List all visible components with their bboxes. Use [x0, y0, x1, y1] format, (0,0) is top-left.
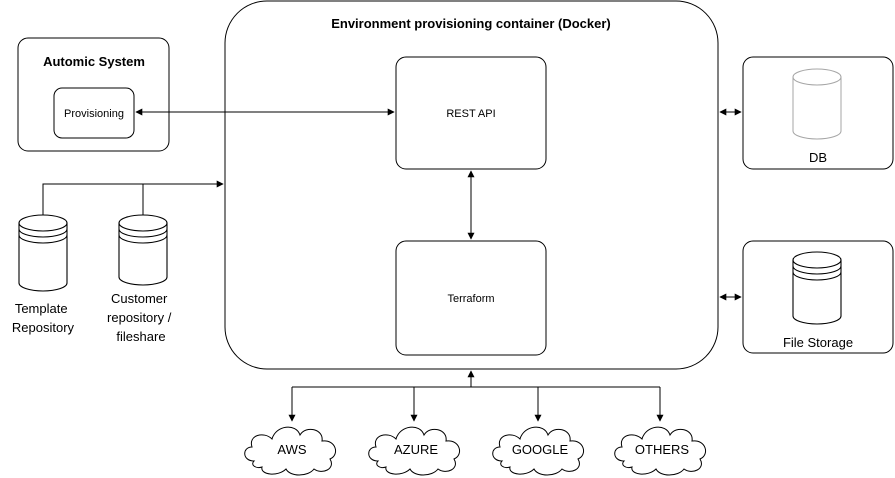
db-cylinder-icon [792, 68, 842, 140]
automic-system-title: Automic System [43, 54, 145, 69]
rest-api-label: REST API [446, 108, 495, 120]
others-label: OTHERS [635, 442, 690, 457]
terraform-label: Terraform [447, 293, 494, 305]
rest-api-box [395, 56, 547, 170]
template-repository-cylinder-icon [18, 214, 68, 292]
provisioning-label: Provisioning [64, 108, 124, 120]
db-label: DB [809, 150, 827, 165]
template-repo-connector [42, 180, 224, 215]
file-storage-label: File Storage [783, 335, 853, 350]
template-repository-line-2: Repository [12, 320, 75, 335]
provisioning-box [53, 87, 135, 139]
file-storage-cylinder-icon [792, 251, 842, 325]
customer-repository-cylinder-icon [118, 214, 168, 286]
template-repository-label: Template Repository [12, 301, 75, 335]
azure-label: AZURE [394, 442, 438, 457]
template-repository-line-1: Template [15, 301, 68, 316]
google-label: GOOGLE [512, 442, 569, 457]
others-cloud-icon [614, 426, 707, 476]
customer-repository-label: Customer repository / fileshare [107, 291, 175, 344]
container-title: Environment provisioning container (Dock… [331, 16, 611, 31]
azure-cloud-icon [368, 426, 461, 476]
customer-repository-line-2: repository / [107, 310, 172, 325]
aws-cloud-icon [244, 426, 337, 476]
customer-repository-line-1: Customer [111, 291, 168, 306]
google-cloud-icon [492, 426, 585, 476]
customer-repository-line-3: fileshare [116, 329, 165, 344]
terraform-box [395, 240, 547, 356]
aws-label: AWS [277, 442, 306, 457]
